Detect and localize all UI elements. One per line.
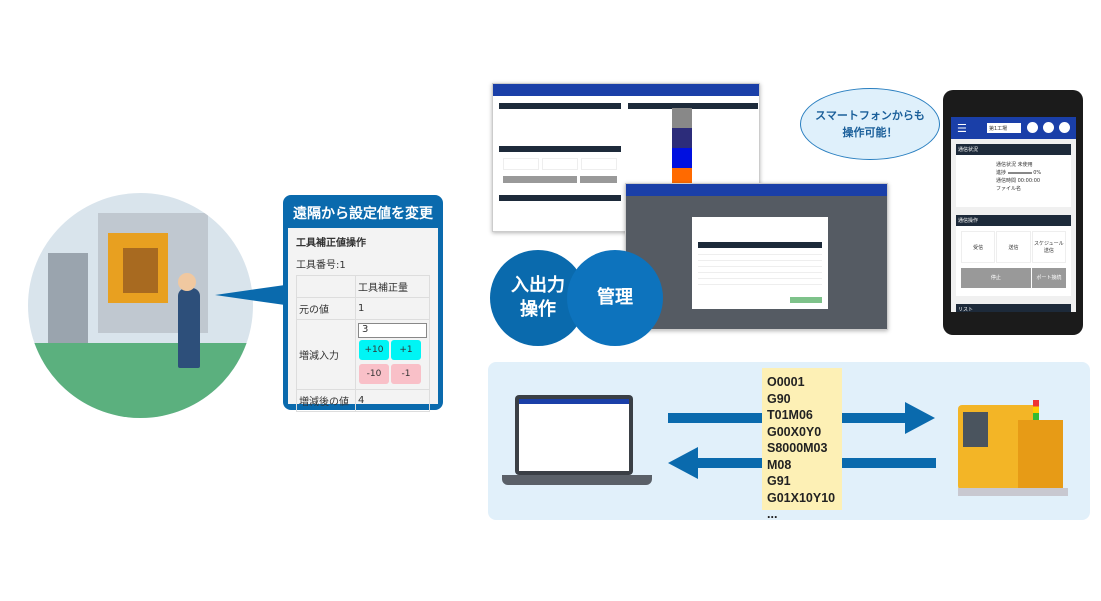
progress-bar xyxy=(1007,171,1032,174)
plus-10-button[interactable]: +10 xyxy=(358,340,389,360)
minus-10-button[interactable]: -10 xyxy=(358,364,389,384)
laptop-icon xyxy=(515,395,633,475)
tool-offset-heading: 工具補正値操作 xyxy=(296,238,366,249)
bubble-line2: 操作可能！ xyxy=(842,126,898,139)
cnc-machine-icon xyxy=(958,400,1068,496)
label: 通信状況 xyxy=(996,162,1017,168)
code-line: O0001 xyxy=(767,375,805,389)
section-status: 通信状況 xyxy=(956,144,1071,155)
delta-input[interactable]: 3 xyxy=(357,323,427,338)
row-label: 増減入力 xyxy=(296,319,356,390)
minus-1-button[interactable]: -1 xyxy=(390,364,421,384)
io-operation-badge: 入出力 操作 xyxy=(490,250,586,346)
col-header: 工具補正量 xyxy=(354,275,431,298)
info-icon[interactable] xyxy=(1043,122,1054,133)
value: 0% xyxy=(1033,170,1042,176)
send-button[interactable]: 送信 xyxy=(996,231,1031,263)
receive-button[interactable]: 受信 xyxy=(961,231,996,263)
code-line: G91 xyxy=(767,474,791,488)
file-select-dialog xyxy=(692,217,828,309)
user-icon[interactable] xyxy=(1059,122,1070,133)
section-ops: 通信操作 xyxy=(956,215,1071,226)
code-line: T01M06 xyxy=(767,408,813,422)
speech-bubble: スマートフォンからも 操作可能！ xyxy=(800,88,940,160)
schedule-send-button[interactable]: スケジュール送信 xyxy=(1031,231,1066,263)
row-label: 増減後の値 xyxy=(296,389,356,412)
code-line: M08 xyxy=(767,457,792,472)
callout-title: 遠隔から設定値を変更 xyxy=(293,206,433,222)
tool-number: 工具番号:1 xyxy=(296,260,346,271)
section-list: リスト xyxy=(956,304,1071,312)
tablet-header: ☰ 第1工場 xyxy=(951,117,1076,139)
code-line: G00X0Y0 xyxy=(767,424,822,439)
stop-button[interactable]: 停止 xyxy=(961,267,1031,288)
app-header xyxy=(493,84,759,96)
tablet-device: ☰ 第1工場 通信状況 通信状況 未使用 進捗 0% 通信時間 00:00:00… xyxy=(943,90,1083,335)
plus-1-button[interactable]: +1 xyxy=(390,340,421,360)
management-badge: 管理 xyxy=(567,250,663,346)
operator-figure xyxy=(178,288,200,368)
menu-icon[interactable]: ☰ xyxy=(957,122,967,135)
value: 未使用 xyxy=(1017,162,1033,168)
code-line: ... xyxy=(767,507,778,521)
original-value: 1 xyxy=(354,297,431,320)
factory-illustration xyxy=(28,193,253,418)
after-value: 4 xyxy=(354,389,431,412)
row-label: 元の値 xyxy=(296,297,356,320)
label: 通信時間 xyxy=(996,178,1017,184)
value: 00:00:00 xyxy=(1017,178,1041,184)
port-connect-button[interactable]: ポート接続 xyxy=(1031,267,1066,288)
send-button[interactable] xyxy=(790,297,822,303)
label: 進捗 xyxy=(996,170,1007,176)
code-line: G90 xyxy=(767,391,791,406)
desktop-screenshot-file-dialog xyxy=(625,183,888,330)
label: ファイル名 xyxy=(996,186,1022,192)
factory-select[interactable]: 第1工場 xyxy=(987,123,1021,133)
help-icon[interactable] xyxy=(1027,122,1038,133)
code-line: G01X10Y10 xyxy=(767,490,836,505)
bubble-line1: スマートフォンからも xyxy=(815,109,925,122)
callout-pointer xyxy=(215,285,285,305)
code-line: S8000M03 xyxy=(767,441,828,455)
